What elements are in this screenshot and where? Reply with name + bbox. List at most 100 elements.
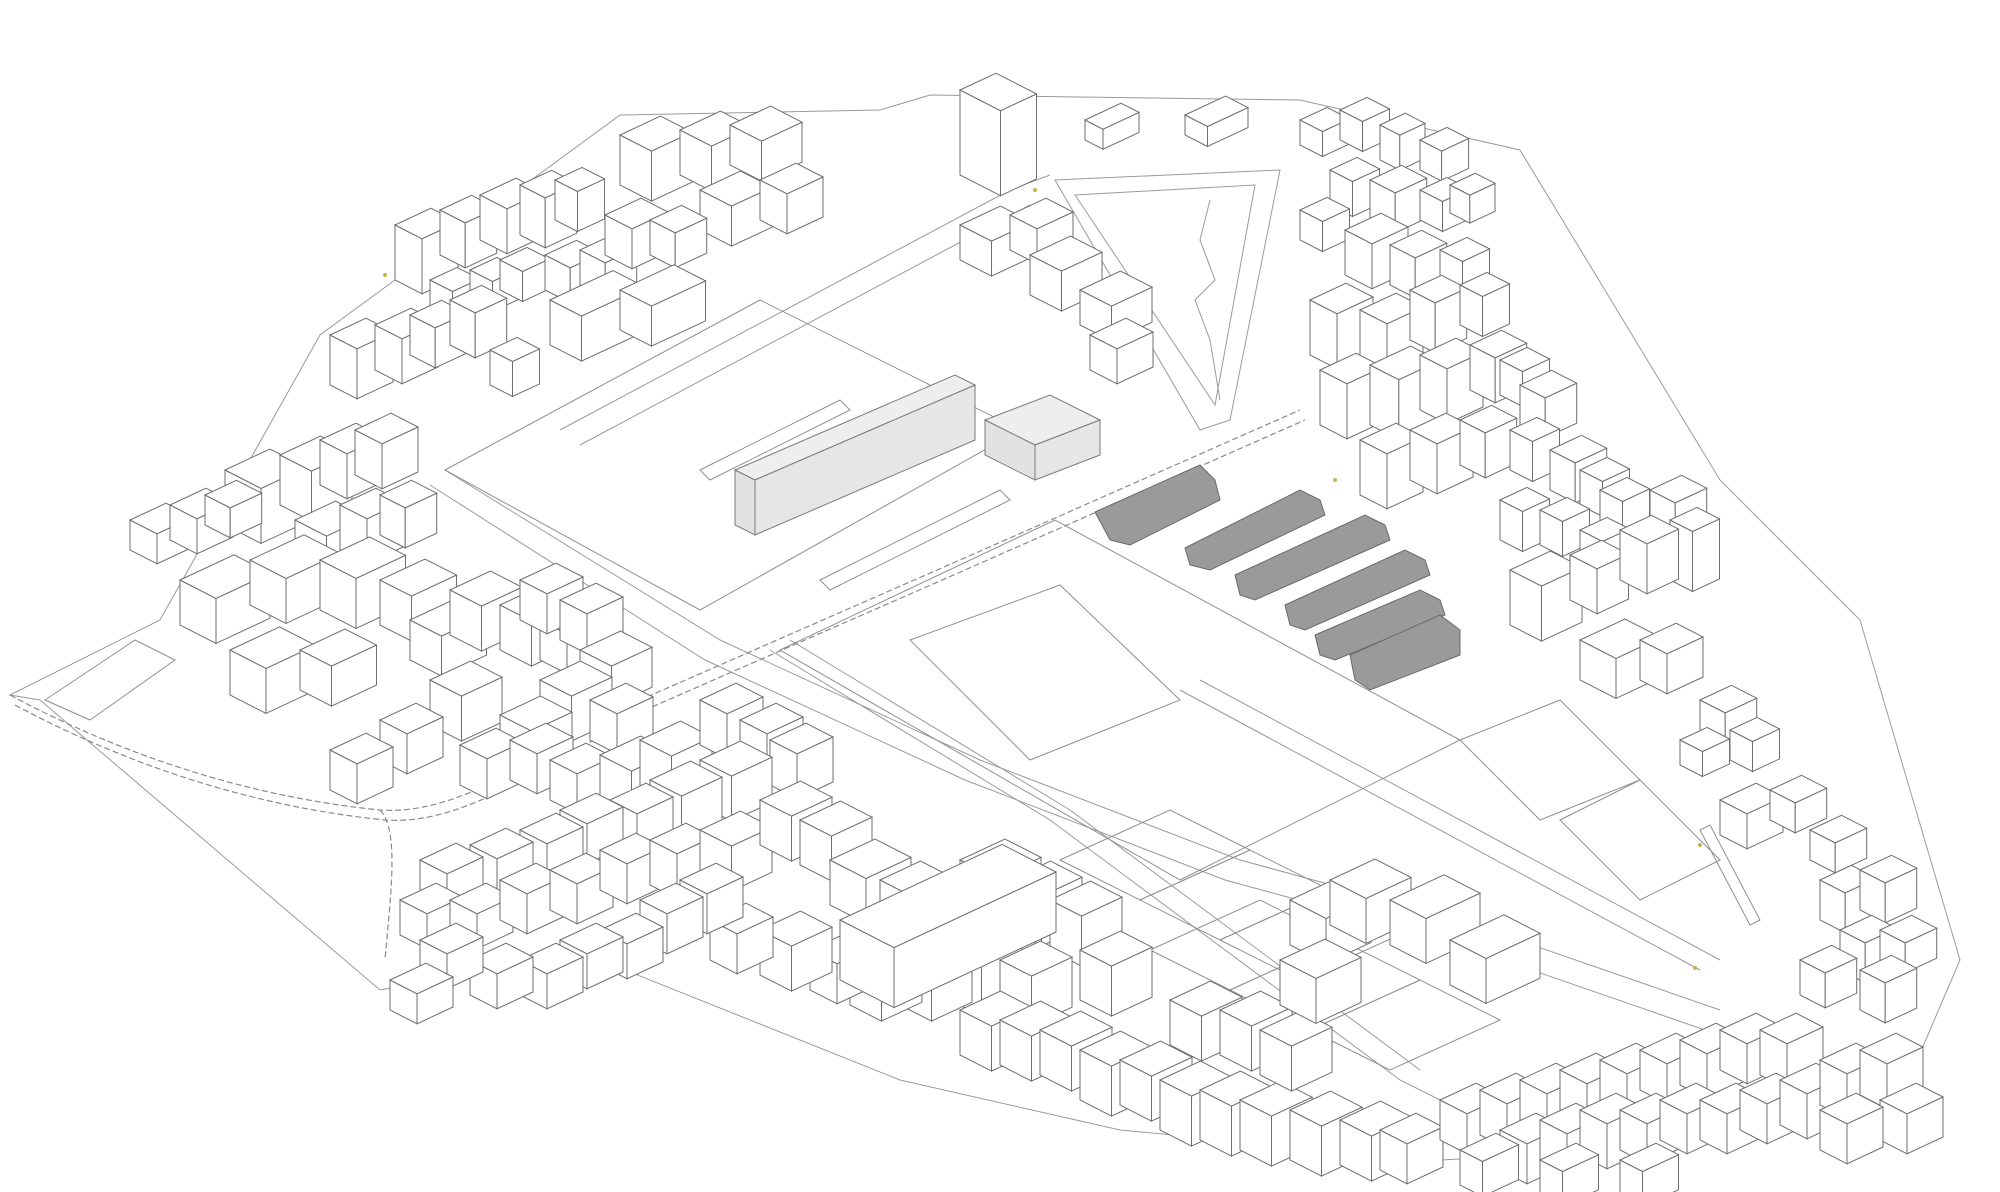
context-building-face [1438, 236, 1491, 263]
context-building [1618, 514, 1680, 595]
marker-dot [1698, 843, 1702, 847]
context-building [1088, 317, 1155, 385]
context-building [1538, 1142, 1600, 1192]
context-building-face [1048, 880, 1124, 917]
context-building-face [1183, 95, 1250, 128]
context-building-face [728, 105, 804, 142]
context-building [588, 682, 655, 755]
context-building [1818, 1092, 1885, 1165]
context-building-face [1338, 96, 1391, 123]
context-building-face [1618, 1142, 1680, 1173]
context-building-face [1298, 196, 1351, 223]
context-building-face [758, 910, 834, 947]
context-building [1418, 126, 1470, 182]
context-building [518, 942, 585, 1010]
context-building-face [1458, 271, 1511, 298]
context-building-face [1458, 1132, 1520, 1163]
context-building-face [388, 962, 455, 995]
context-building-face [1388, 874, 1482, 919]
context-buildings [128, 72, 1945, 1192]
context-building-face [1008, 197, 1075, 230]
context-building-face [798, 800, 874, 837]
context-building-face [758, 162, 825, 195]
context-building-face [1368, 164, 1428, 194]
east-plot-2 [1559, 779, 1721, 901]
context-building-face [328, 732, 395, 765]
context-building [378, 479, 438, 549]
context-building-face [838, 843, 1058, 949]
context-building-face [1618, 514, 1680, 545]
nw-plot-strip-2 [699, 399, 851, 481]
context-building-face [298, 628, 378, 667]
context-building-face [538, 660, 614, 697]
south-plot-f [1308, 979, 1502, 1071]
marker-dot [383, 273, 387, 277]
context-building-face [758, 780, 834, 817]
context-building-face [1288, 1090, 1364, 1127]
context-building [1183, 95, 1250, 148]
context-building [1678, 726, 1731, 778]
context-building [298, 628, 378, 707]
context-building-face [518, 942, 585, 975]
context-building-face [448, 284, 508, 314]
context-building [1458, 1132, 1520, 1192]
context-building-face [698, 740, 774, 777]
context-building-face [1118, 1040, 1194, 1077]
context-building-face [1808, 814, 1868, 844]
context-building [1798, 944, 1858, 1009]
context-building-face [958, 72, 1038, 112]
context-building [448, 284, 508, 359]
context-building [203, 479, 263, 539]
context-building-face [1598, 476, 1651, 503]
context-building [1458, 271, 1511, 338]
context-building-face [318, 536, 407, 579]
marker-dot [1333, 478, 1337, 482]
context-building [1083, 102, 1141, 151]
nw-plot-strip-1 [819, 489, 1011, 591]
dark-building-long [1094, 464, 1221, 546]
context-building [1858, 854, 1918, 924]
context-building [248, 534, 342, 625]
context-building-face [558, 582, 625, 615]
context-building-face [553, 166, 606, 193]
context-building-face [588, 682, 655, 715]
dark-building-row-2 [1234, 514, 1391, 601]
context-building-face [998, 940, 1074, 977]
southeast-road [769, 649, 1461, 1111]
context-building-face [828, 838, 913, 879]
context-building-face [418, 842, 485, 875]
west-plot [43, 639, 176, 721]
context-building-face [558, 792, 625, 825]
dark-building-row-1 [1184, 489, 1326, 571]
context-building-face [1498, 346, 1551, 373]
context-building [1078, 930, 1154, 1017]
east-plot [1459, 699, 1641, 821]
context-building-face [1038, 1010, 1114, 1047]
context-building-face [508, 722, 575, 755]
context-building [708, 902, 775, 975]
context-building-face [618, 264, 707, 307]
context-building-face [378, 479, 438, 509]
context-building-face [1758, 1012, 1825, 1045]
context-building-face [353, 412, 420, 445]
context-building [998, 940, 1074, 1027]
context-building [1448, 172, 1497, 224]
context-building-face [468, 942, 535, 975]
context-building-face [1308, 282, 1375, 315]
context-building-face [418, 922, 485, 955]
markers [383, 188, 1702, 970]
context-building-face [1858, 1032, 1925, 1065]
context-building [1618, 1142, 1680, 1192]
context-building-face [1498, 486, 1551, 513]
context-building-face [498, 695, 574, 732]
context-building [1378, 1112, 1445, 1185]
context-building-face [678, 862, 745, 895]
context-building-face [648, 204, 708, 234]
context-building-face [1378, 112, 1427, 136]
context-building [498, 246, 551, 303]
context-building [758, 162, 825, 235]
context-building-face [1668, 506, 1721, 533]
context-building-face [1698, 684, 1758, 714]
context-building [598, 832, 665, 905]
